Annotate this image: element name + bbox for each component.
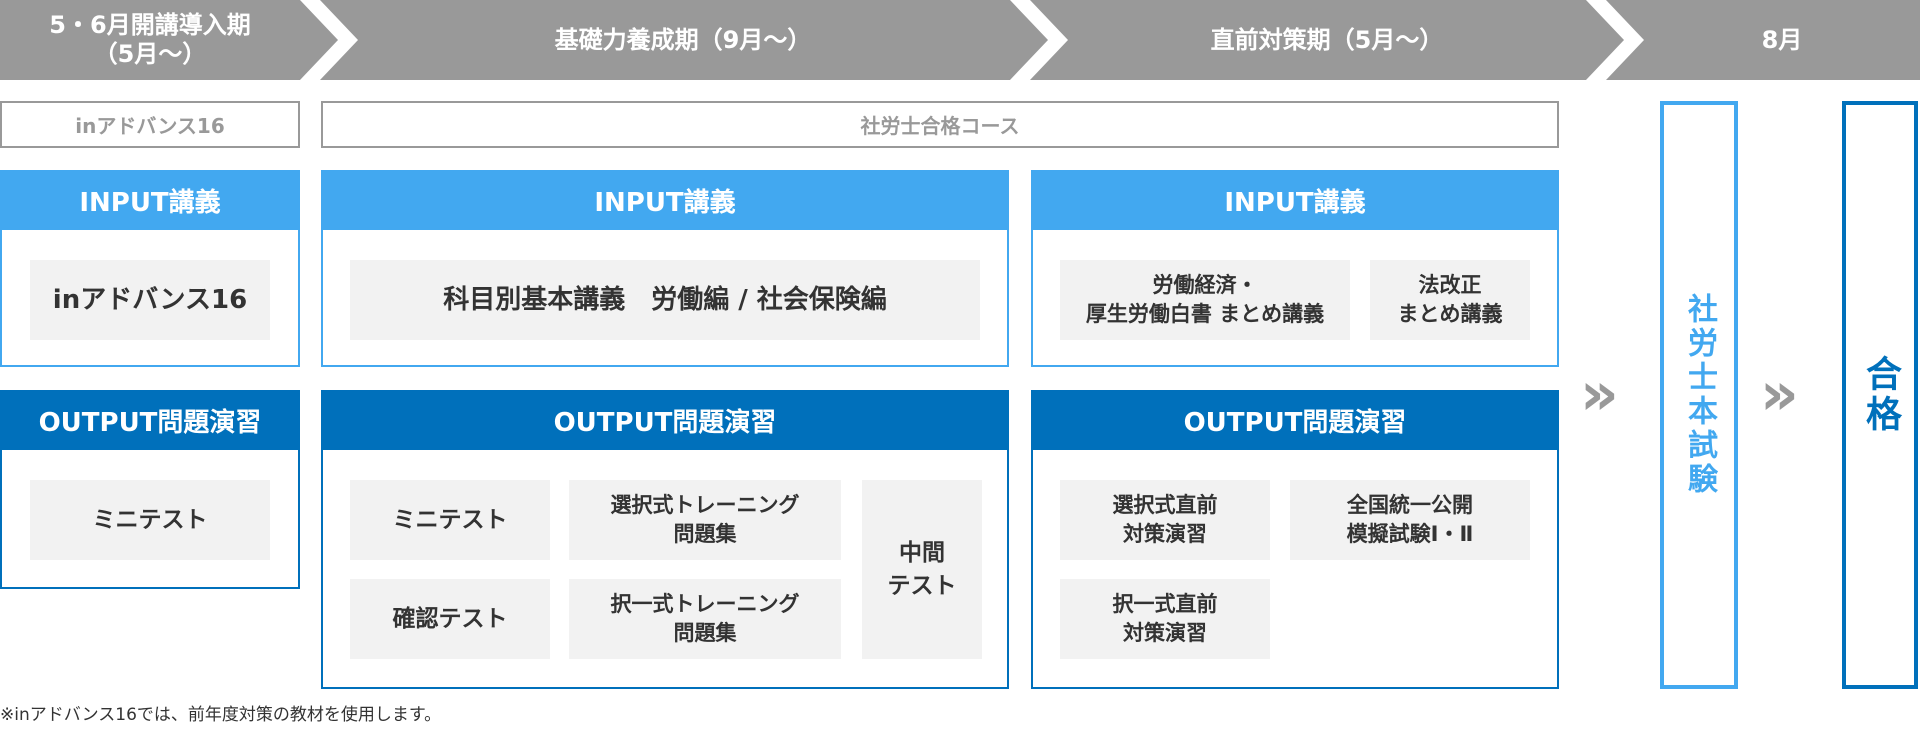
output-box-basic: OUTPUT問題演習 ミニテスト 選択式トレーニング 問題集 確認テスト 択一式…	[321, 390, 1009, 689]
item-choice-final-drill: 選択式直前 対策演習	[1060, 480, 1270, 560]
input-box-final: INPUT講義 労働経済・ 厚生労働白書 まとめ講義 法改正 まとめ講義	[1031, 170, 1559, 367]
item-labor-economy: 労働経済・ 厚生労働白書 まとめ講義	[1060, 260, 1350, 340]
output-box-intro: OUTPUT問題演習 ミニテスト	[0, 390, 300, 589]
input-box-title: INPUT講義	[321, 170, 1009, 230]
input-box-intro: INPUT講義 inアドバンス16	[0, 170, 300, 367]
phase-label-final: 直前対策期（5月～）	[1210, 25, 1444, 54]
double-chevron-right-icon: »	[1760, 359, 1799, 429]
output-box-title: OUTPUT問題演習	[0, 390, 300, 450]
item-mini-test: ミニテスト	[350, 480, 550, 560]
item-multiple-choice-training: 択一式トレーニング 問題集	[569, 579, 841, 659]
item-choice-training: 選択式トレーニング 問題集	[569, 480, 841, 560]
input-box-title: INPUT講義	[0, 170, 300, 230]
exam-box: 社労士本試験	[1660, 101, 1738, 689]
phase-chevron-3	[1030, 0, 1624, 80]
phase-label-intro: 5・6月開講導入期 （5月～）	[49, 11, 251, 68]
input-box-basic: INPUT講義 科目別基本講義 労働編 / 社会保険編	[321, 170, 1009, 367]
footnote: ※inアドバンス16では、前年度対策の教材を使用します。	[0, 705, 442, 725]
item-mock-exam: 全国統一公開 模擬試験Ⅰ・Ⅱ	[1290, 480, 1530, 560]
item-confirm-test: 確認テスト	[350, 579, 550, 659]
item-subject-lectures: 科目別基本講義 労働編 / 社会保険編	[350, 260, 980, 340]
phase-header-bar	[0, 0, 1920, 80]
phase-label-basic: 基礎力養成期（9月～）	[554, 25, 812, 54]
pass-box: 合格	[1842, 101, 1918, 689]
output-box-final: OUTPUT問題演習 選択式直前 対策演習 全国統一公開 模擬試験Ⅰ・Ⅱ 択一式…	[1031, 390, 1559, 689]
course-label-advance: inアドバンス16	[0, 101, 300, 148]
output-box-title: OUTPUT問題演習	[321, 390, 1009, 450]
output-box-title: OUTPUT問題演習	[1031, 390, 1559, 450]
phase-chevron-4	[1606, 0, 1920, 80]
double-chevron-right-icon: »	[1580, 359, 1619, 429]
item-advance: inアドバンス16	[30, 260, 270, 340]
phase-chevron-2	[320, 0, 1048, 80]
phase-label-august: 8月	[1761, 25, 1803, 54]
item-multiple-final-drill: 択一式直前 対策演習	[1060, 579, 1270, 659]
item-mini-test: ミニテスト	[30, 480, 270, 560]
item-law-revision: 法改正 まとめ講義	[1370, 260, 1530, 340]
item-midterm-test: 中間 テスト	[862, 480, 982, 659]
input-box-title: INPUT講義	[1031, 170, 1559, 230]
phase-chevron-1	[0, 0, 338, 80]
course-label-pass-course: 社労士合格コース	[321, 101, 1559, 148]
